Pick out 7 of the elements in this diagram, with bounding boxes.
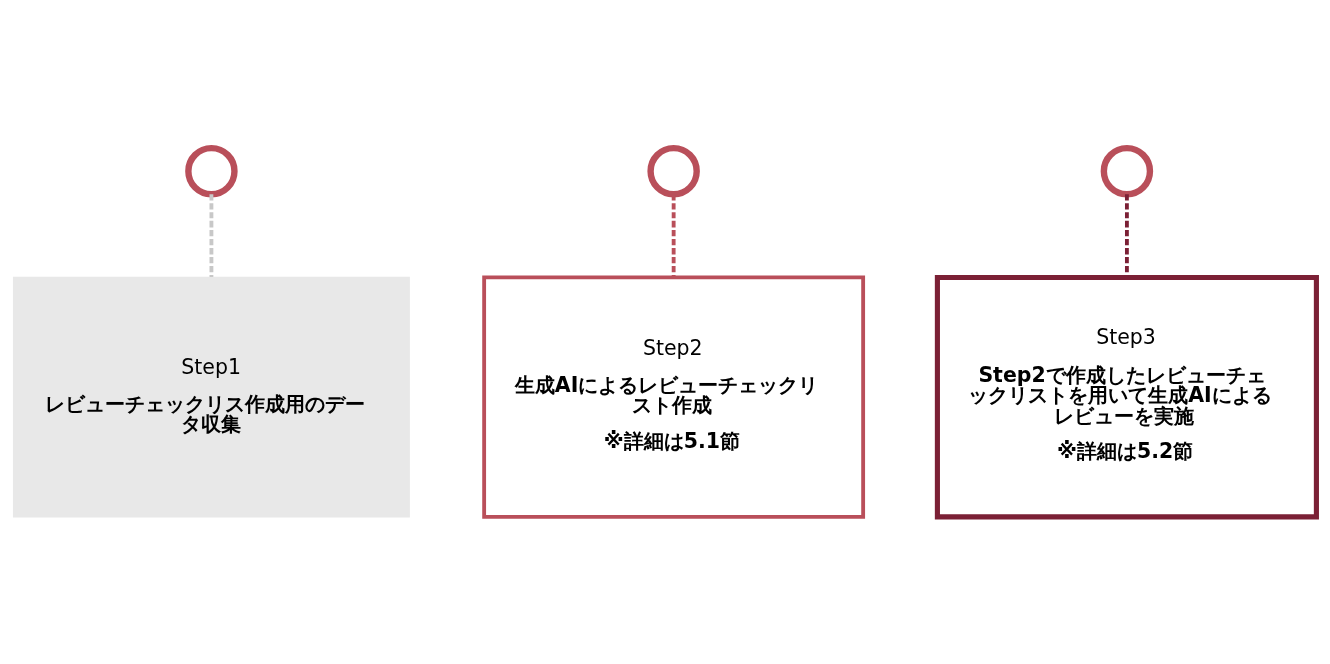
node-box: Step1 レビューチェックリス作成用のデータ収集 (12, 276, 410, 517)
node-box: Step3 Step2で作成したレビューチェックリストを用いて生成AIによるレビューを実施 ※詳細は5.2節 (934, 274, 1319, 519)
node-box: Step2 生成AIによるレビューチェックリスト作成 ※詳細は5.1節 (482, 275, 866, 519)
node-circle (647, 144, 700, 197)
node-circle (1100, 144, 1154, 197)
connector (209, 193, 214, 277)
node-circle (185, 144, 238, 197)
